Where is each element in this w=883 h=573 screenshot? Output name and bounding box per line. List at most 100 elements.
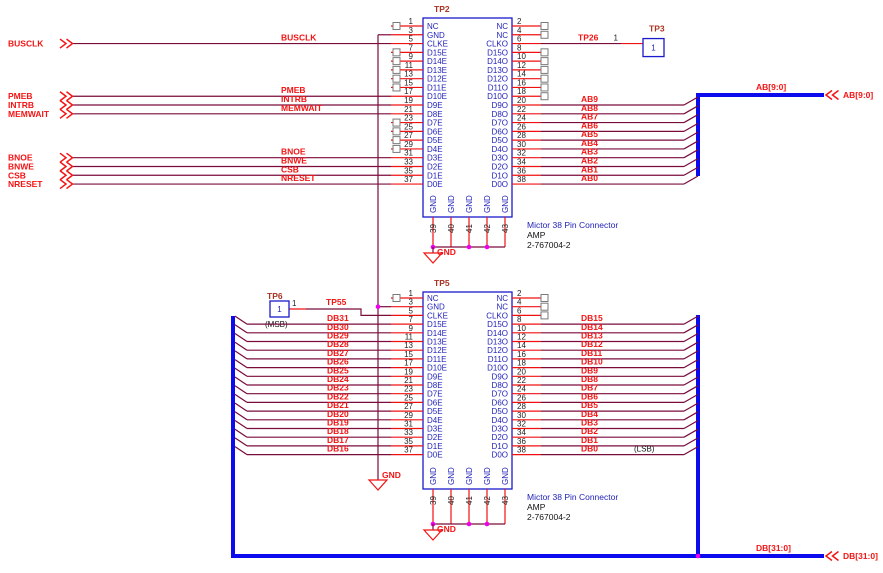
net-label[interactable]: BNOE (281, 147, 306, 157)
net-label[interactable]: DB14 (581, 322, 603, 332)
port-label[interactable]: CSB (8, 170, 26, 180)
net-label[interactable]: DB30 (327, 322, 349, 332)
net-label[interactable]: DB0 (581, 444, 598, 454)
net-label[interactable]: AB0 (581, 173, 598, 183)
testpoint-body[interactable] (269, 300, 290, 318)
net-label[interactable]: DB2 (581, 426, 598, 436)
pin-number: 18 (517, 359, 526, 368)
pin-number: 7 (409, 315, 414, 324)
gnd-power-symbol[interactable] (422, 252, 444, 264)
net-label[interactable]: MEMWAIT (281, 103, 323, 113)
net-label[interactable]: PMEB (281, 85, 306, 95)
net-label[interactable]: DB3 (581, 418, 598, 428)
offpage-port-chevron[interactable] (59, 178, 74, 190)
net-label[interactable]: DB29 (327, 331, 349, 341)
net-label[interactable]: DB22 (327, 391, 349, 401)
net-label[interactable]: DB23 (327, 383, 349, 393)
port-label[interactable]: BNOE (8, 153, 33, 163)
pin-number: 30 (517, 411, 526, 420)
net-label[interactable]: AB9 (581, 94, 598, 104)
net-label[interactable]: DB21 (327, 400, 349, 410)
port-label[interactable]: MEMWAIT (8, 109, 50, 119)
port-label[interactable]: PMEB (8, 91, 33, 101)
port-label[interactable]: BNWE (8, 161, 34, 171)
offpage-port-chevron[interactable] (59, 161, 74, 172)
net-label[interactable]: DB31 (327, 313, 349, 323)
net-label[interactable]: DB19 (327, 418, 349, 428)
pin-name: D2O (492, 433, 508, 442)
net-label[interactable]: AB3 (581, 147, 598, 157)
offpage-port-chevron[interactable] (59, 108, 74, 119)
net-label[interactable]: DB18 (327, 426, 349, 436)
offpage-port-chevron[interactable] (59, 99, 74, 111)
net-label[interactable]: DB24 (327, 374, 349, 384)
pin-name: GND (427, 303, 445, 312)
bus-entry (683, 105, 699, 115)
net-label[interactable]: AB8 (581, 103, 598, 113)
net-label[interactable]: DB25 (327, 365, 349, 375)
pin-number: 13 (404, 341, 413, 350)
testpoint-body[interactable] (642, 37, 665, 58)
net-label[interactable]: AB5 (581, 129, 598, 139)
connector-body[interactable] (422, 291, 513, 490)
net-label[interactable]: BUSCLK (281, 33, 317, 43)
net-label[interactable]: NRESET (281, 173, 316, 183)
net-label[interactable]: DB4 (581, 409, 598, 419)
net-label[interactable]: TP55 (326, 297, 347, 307)
net-label[interactable]: AB4 (581, 138, 598, 148)
net-label[interactable]: DB28 (327, 339, 349, 349)
pin-number: 41 (465, 224, 474, 233)
bus-ab[interactable] (696, 93, 824, 176)
net-label[interactable]: AB1 (581, 164, 598, 174)
offpage-port-chevron[interactable] (59, 38, 74, 49)
net-label[interactable]: DB20 (327, 409, 349, 419)
net-label[interactable]: DB26 (327, 357, 349, 367)
bus-db-left-bottom[interactable] (231, 316, 824, 558)
net-label[interactable]: DB17 (327, 435, 349, 445)
port-label-ab[interactable]: AB[9:0] (843, 90, 873, 100)
gnd-label: GND (382, 470, 401, 480)
net-label[interactable]: DB11 (581, 348, 603, 358)
offpage-port-chevron[interactable] (824, 550, 839, 562)
offpage-port-chevron[interactable] (59, 91, 74, 102)
gnd-power-symbol[interactable] (422, 529, 444, 541)
net-label[interactable]: DB16 (327, 444, 349, 454)
net-label[interactable]: DB10 (581, 357, 603, 367)
pin-number: 22 (517, 105, 526, 114)
pin-number: 14 (517, 70, 526, 79)
gnd-power-symbol[interactable] (367, 479, 389, 491)
pin-name: D0O (492, 451, 508, 460)
pin-name: D12E (427, 75, 447, 84)
net-label[interactable]: INTRB (281, 94, 307, 104)
net-label[interactable]: AB2 (581, 155, 598, 165)
pin-number: 3 (409, 26, 414, 35)
signal-wire[interactable] (306, 308, 391, 316)
port-label[interactable]: INTRB (8, 100, 34, 110)
offpage-port-chevron[interactable] (59, 152, 74, 163)
net-label[interactable]: DB15 (581, 313, 603, 323)
net-label[interactable]: DB27 (327, 348, 349, 358)
net-label[interactable]: DB8 (581, 374, 598, 384)
net-label[interactable]: DB9 (581, 365, 598, 375)
net-label[interactable]: CSB (281, 164, 299, 174)
net-label[interactable]: DB1 (581, 435, 598, 445)
connector-body[interactable] (422, 17, 513, 218)
port-label[interactable]: NRESET (8, 179, 43, 189)
offpage-port-chevron[interactable] (59, 170, 74, 181)
bus-net-label[interactable]: DB[31:0] (756, 543, 791, 553)
net-label[interactable]: BNWE (281, 155, 307, 165)
connector-refdes: TP2 (434, 4, 450, 14)
net-label[interactable]: DB7 (581, 383, 598, 393)
net-label[interactable]: DB13 (581, 331, 603, 341)
bus-net-label[interactable]: AB[9:0] (756, 82, 786, 92)
port-label[interactable]: BUSCLK (8, 39, 44, 49)
net-label[interactable]: AB7 (581, 112, 598, 122)
net-label[interactable]: DB12 (581, 339, 603, 349)
net-label[interactable]: AB6 (581, 120, 598, 130)
offpage-port-chevron[interactable] (824, 89, 839, 101)
port-label-db[interactable]: DB[31:0] (843, 551, 878, 561)
net-label[interactable]: DB6 (581, 391, 598, 401)
net-label[interactable]: TP26 (578, 33, 599, 43)
net-label[interactable]: DB5 (581, 400, 598, 410)
